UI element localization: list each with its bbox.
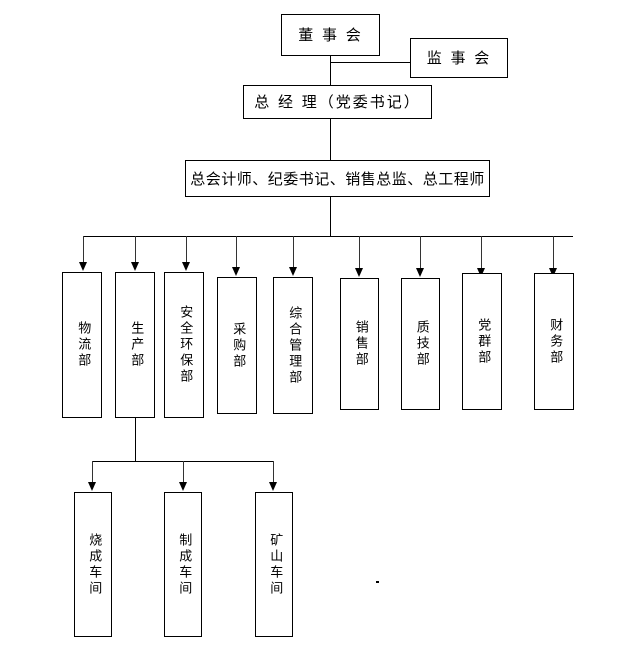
edge-arrow-to-safety bbox=[182, 236, 190, 271]
node-department-finance-label: 财务部 bbox=[547, 317, 563, 366]
node-department-quality-technology[interactable]: 质技部 bbox=[401, 278, 440, 410]
edge-arrow-to-mine-workshop bbox=[269, 461, 277, 491]
node-workshop-kiln-label: 烧成车间 bbox=[86, 532, 102, 597]
edge-arrow-to-making-workshop bbox=[179, 461, 187, 491]
node-department-production-label: 生产部 bbox=[128, 321, 144, 369]
node-executives[interactable]: 总会计师、纪委书记、销售总监、总工程师 bbox=[185, 160, 490, 197]
node-workshop-making-label: 制成车间 bbox=[176, 532, 192, 597]
node-executives-label: 总会计师、纪委书记、销售总监、总工程师 bbox=[190, 169, 485, 188]
edge-gm-to-executives bbox=[330, 119, 331, 160]
node-department-purchasing[interactable]: 采购部 bbox=[217, 277, 257, 414]
edge-arrow-to-kiln-workshop bbox=[88, 461, 96, 491]
node-department-safety-environment-label: 安全环保部 bbox=[177, 305, 193, 385]
edge-production-stem bbox=[135, 418, 136, 461]
node-workshop-mine-label: 矿山车间 bbox=[267, 532, 283, 597]
node-department-logistics-label: 物流部 bbox=[75, 321, 91, 369]
edge-board-to-supervisors bbox=[330, 62, 410, 63]
node-department-general-management-label: 综合管理部 bbox=[286, 305, 302, 386]
edge-arrow-to-sales bbox=[355, 236, 363, 277]
node-department-sales-label: 销售部 bbox=[352, 320, 368, 368]
node-general-manager-label: 总 经 理（党委书记） bbox=[254, 93, 421, 111]
node-workshop-making[interactable]: 制成车间 bbox=[164, 492, 202, 637]
workshop-bus-line bbox=[92, 461, 273, 462]
node-department-safety-environment[interactable]: 安全环保部 bbox=[164, 272, 204, 418]
node-department-finance[interactable]: 财务部 bbox=[534, 273, 574, 410]
edge-arrow-to-finance bbox=[549, 236, 557, 277]
edge-arrow-to-general bbox=[289, 236, 297, 276]
edge-arrow-to-purchase bbox=[232, 236, 240, 276]
node-department-general-management[interactable]: 综合管理部 bbox=[273, 277, 313, 414]
edge-arrow-to-production bbox=[131, 236, 139, 271]
node-general-manager[interactable]: 总 经 理（党委书记） bbox=[243, 85, 432, 119]
node-department-party-mass-work[interactable]: 党群部 bbox=[462, 273, 502, 410]
node-board-of-supervisors[interactable]: 监 事 会 bbox=[410, 38, 508, 78]
node-department-sales[interactable]: 销售部 bbox=[340, 278, 379, 410]
edge-arrow-to-logistics bbox=[79, 236, 87, 271]
node-department-party-mass-work-label: 党群部 bbox=[475, 317, 491, 366]
node-department-logistics[interactable]: 物流部 bbox=[62, 272, 102, 418]
node-board-of-directors[interactable]: 董 事 会 bbox=[281, 14, 380, 56]
department-bus-line bbox=[83, 236, 573, 237]
node-department-purchasing-label: 采购部 bbox=[230, 321, 246, 370]
node-department-production[interactable]: 生产部 bbox=[115, 272, 155, 418]
edge-arrow-to-quality bbox=[416, 236, 424, 277]
edge-board-to-gm bbox=[330, 56, 331, 85]
node-department-quality-technology-label: 质技部 bbox=[413, 320, 429, 368]
node-board-of-directors-label: 董 事 会 bbox=[298, 26, 363, 44]
edge-arrow-to-party bbox=[477, 236, 485, 277]
edge-executives-stem bbox=[330, 197, 331, 236]
node-workshop-kiln[interactable]: 烧成车间 bbox=[74, 492, 112, 637]
scan-artifact-dot bbox=[376, 581, 379, 583]
node-board-of-supervisors-label: 监 事 会 bbox=[426, 49, 492, 67]
node-workshop-mine[interactable]: 矿山车间 bbox=[255, 492, 293, 637]
